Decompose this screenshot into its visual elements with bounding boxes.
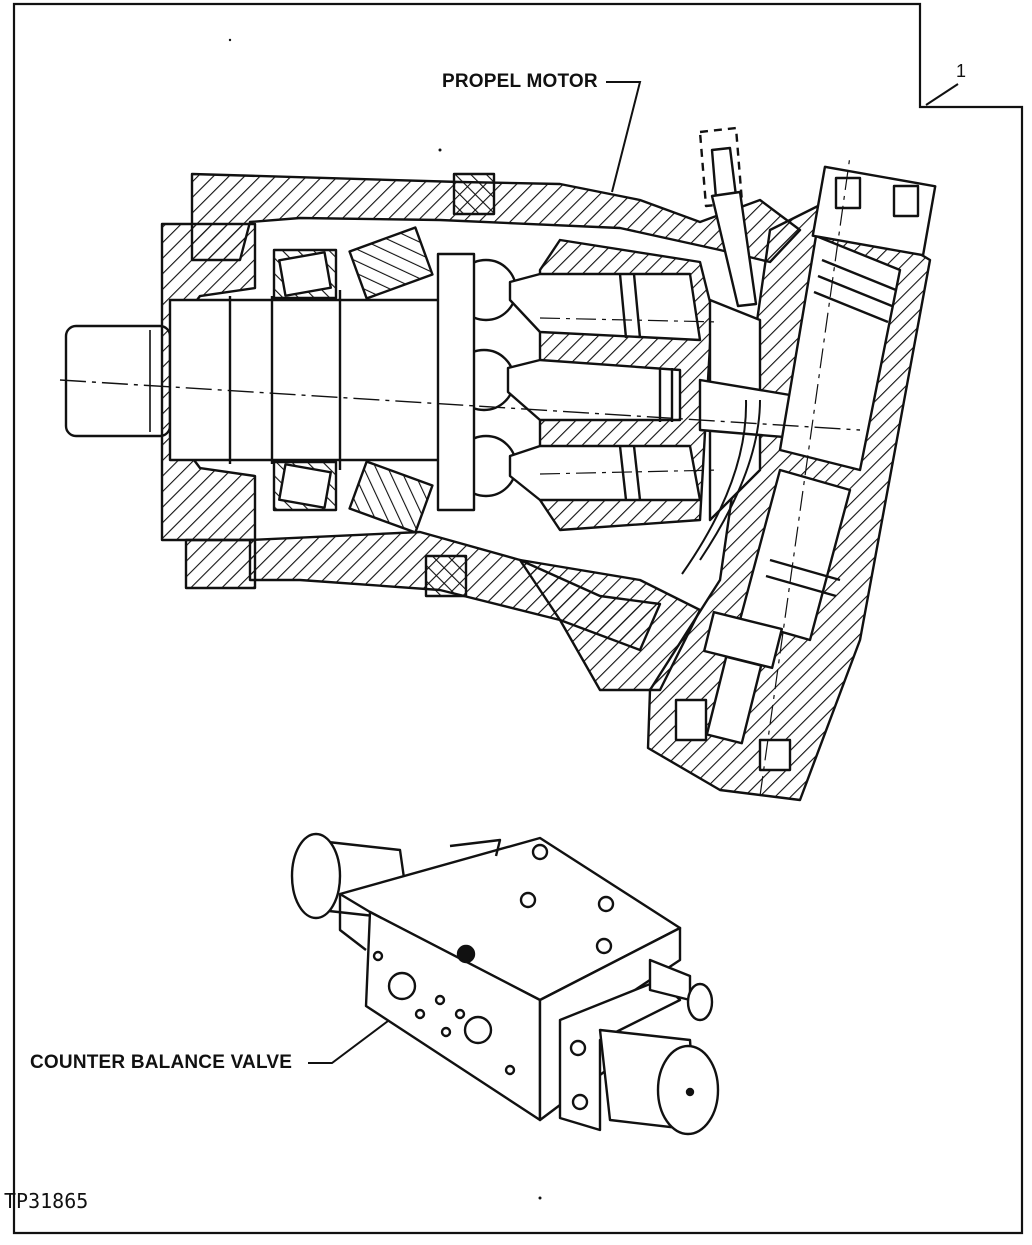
top-screw-2 xyxy=(519,891,537,909)
right-solenoid xyxy=(598,1028,720,1136)
counter-balance-valve-label: COUNTER BALANCE VALVE xyxy=(30,1052,293,1073)
callout-leader xyxy=(925,83,959,106)
top-screw-1 xyxy=(531,843,549,861)
piston-bottom xyxy=(454,434,702,502)
bottom-port-fitting xyxy=(424,554,468,598)
centerline xyxy=(59,379,861,431)
lower-valve-cluster xyxy=(674,610,792,772)
drive-shaft xyxy=(168,298,452,462)
rear-bearing xyxy=(348,226,434,534)
counter-balance-valve-leader xyxy=(308,1017,393,1064)
callout-number: 1 xyxy=(956,61,967,81)
side-fitting xyxy=(648,958,714,1022)
counter-balance-valve-body xyxy=(290,832,720,1136)
front-bearing xyxy=(272,248,338,512)
figure-id: TP31865 xyxy=(4,1189,89,1213)
top-adjust-screw xyxy=(698,126,758,308)
port-b xyxy=(463,1015,493,1045)
drive-flange xyxy=(436,252,476,512)
top-screw-4 xyxy=(595,937,613,955)
propel-motor-label: PROPEL MOTOR xyxy=(442,71,598,92)
page-frame xyxy=(12,2,1024,1235)
center-screw xyxy=(456,944,476,964)
spool-bore xyxy=(778,234,902,472)
port-a xyxy=(387,971,417,1001)
piston-middle xyxy=(452,348,682,422)
propel-motor-leader xyxy=(606,81,642,193)
propel-motor-section xyxy=(59,126,937,802)
top-screw-3 xyxy=(597,895,615,913)
